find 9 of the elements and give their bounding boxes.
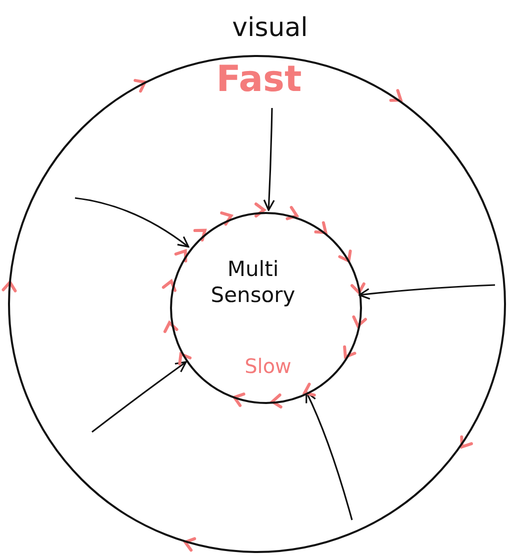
arrow: [358, 284, 496, 300]
heading: visual: [231, 13, 309, 43]
arrow: [74, 197, 190, 248]
node-label: Multi Sensory: [210, 256, 296, 308]
arrow: [263, 108, 275, 211]
circle-node: [170, 212, 362, 404]
speed-label: Fast: [215, 59, 303, 100]
speed-label: Slow: [244, 354, 292, 378]
arrow: [92, 361, 187, 433]
